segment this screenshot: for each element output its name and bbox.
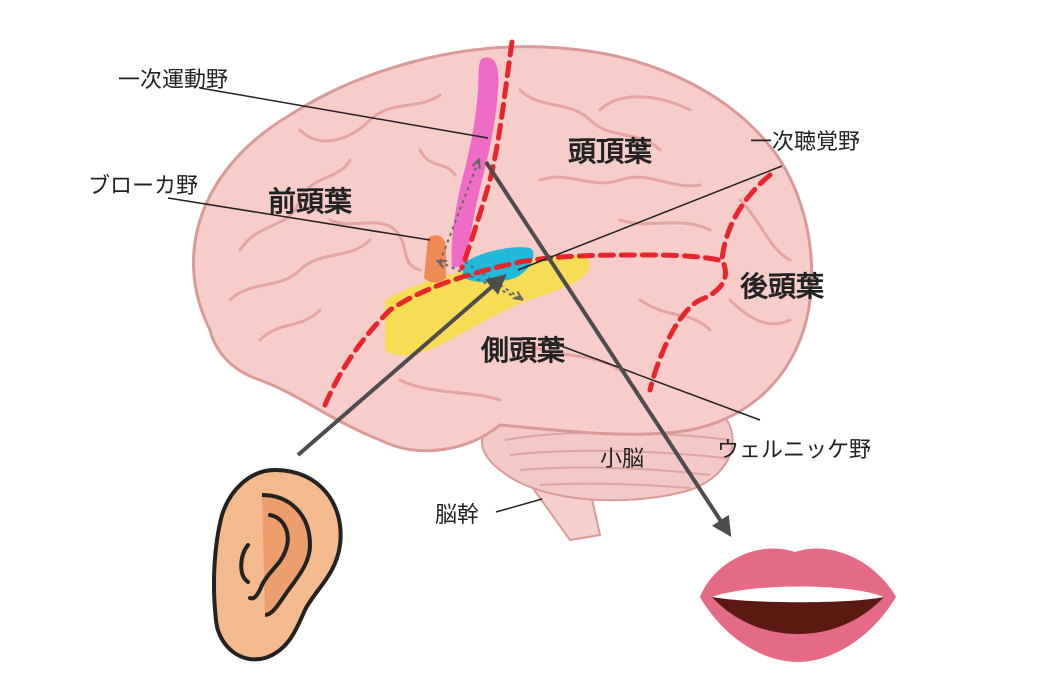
cerebellum-label: 小脳 <box>600 447 645 472</box>
ear-to-auditory-arrow <box>296 274 507 457</box>
broca-label: ブローカ野 <box>88 174 199 199</box>
brainstem-label: 脳幹 <box>435 503 480 528</box>
ear-icon <box>212 467 343 662</box>
occipital-lobe-label: 後頭葉 <box>740 270 825 303</box>
frontal-lobe-label: 前頭葉 <box>268 185 353 218</box>
wernicke-label: ウェルニッケ野 <box>717 438 872 463</box>
lobe-boundaries <box>322 39 773 408</box>
parietal-lobe-label: 頭頂葉 <box>568 135 653 168</box>
primary-auditory-label: 一次聴覚野 <box>750 130 861 155</box>
motor-to-mouth-arrow <box>484 160 732 538</box>
flow-arrows <box>296 160 732 538</box>
lips-icon <box>700 548 896 662</box>
temporal-lobe-label: 側頭葉 <box>481 334 566 367</box>
leader-lines <box>167 87 783 513</box>
primary-motor-label: 一次運動野 <box>118 68 229 93</box>
broca-area <box>424 235 446 283</box>
